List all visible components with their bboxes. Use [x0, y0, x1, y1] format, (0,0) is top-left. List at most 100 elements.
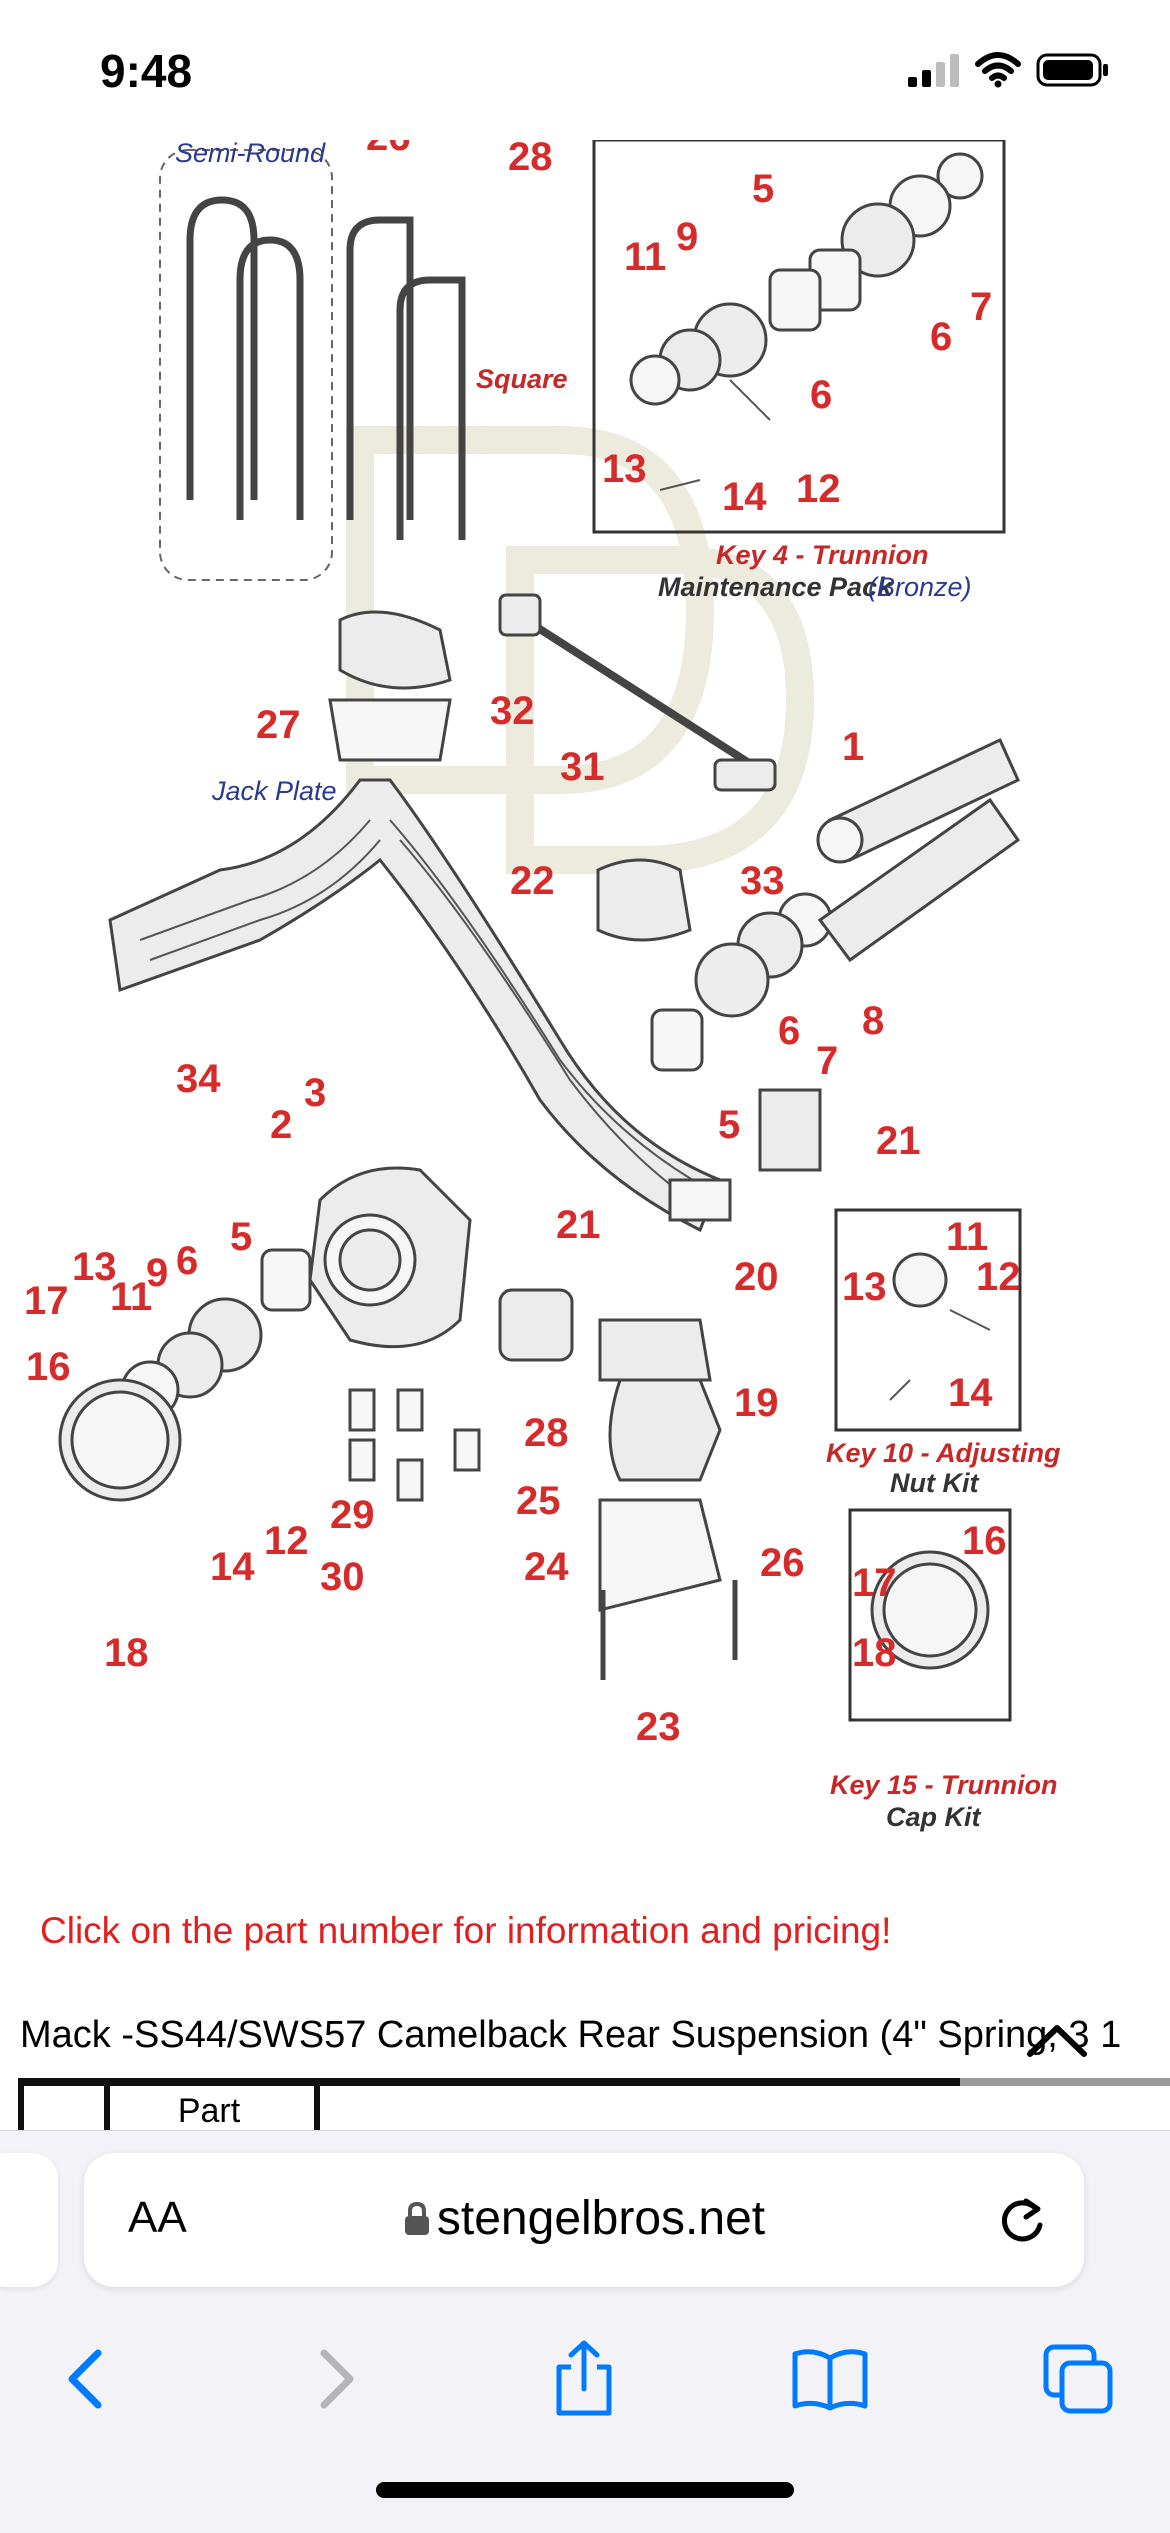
- part-label[interactable]: 32: [490, 689, 535, 733]
- battery-icon: [1036, 52, 1110, 93]
- key15-box: [848, 1508, 1012, 1722]
- table-horizontal-scrollbar[interactable]: [960, 2078, 1170, 2086]
- part-label[interactable]: 13: [602, 447, 647, 491]
- table-header-cell-part: Part: [104, 2086, 320, 2130]
- share-icon[interactable]: [544, 2339, 624, 2419]
- part-label[interactable]: 16: [962, 1519, 1007, 1563]
- leaf-spring: [108, 778, 732, 1233]
- home-indicator[interactable]: [376, 2482, 794, 2498]
- lock-icon: [403, 2194, 431, 2249]
- part-label[interactable]: 6: [778, 1009, 800, 1053]
- reload-icon[interactable]: [996, 2191, 1048, 2252]
- part-label[interactable]: 12: [264, 1519, 309, 1563]
- tabs-icon[interactable]: [1038, 2339, 1118, 2419]
- part-label[interactable]: 18: [852, 1631, 897, 1675]
- part-label[interactable]: 11: [946, 1215, 988, 1259]
- part-label[interactable]: 2: [270, 1103, 292, 1147]
- part-label[interactable]: 14: [210, 1545, 255, 1589]
- part-label[interactable]: 5: [718, 1103, 740, 1147]
- part-label[interactable]: 21: [556, 1203, 601, 1247]
- part-label[interactable]: 28: [508, 140, 553, 179]
- part-label[interactable]: 20: [734, 1255, 779, 1299]
- info-instruction-text: Click on the part number for information…: [40, 1910, 892, 1951]
- part-label[interactable]: 9: [146, 1251, 168, 1295]
- key4-caption-line2: Maintenance Pack: [658, 572, 894, 602]
- bookmarks-icon[interactable]: [790, 2339, 870, 2419]
- part-label[interactable]: 12: [796, 467, 841, 511]
- part-label[interactable]: 11: [110, 1275, 152, 1319]
- part-label[interactable]: 30: [320, 1555, 365, 1599]
- key10-caption-line1: Key 10 - Adjusting: [826, 1438, 1061, 1468]
- part-label[interactable]: 14: [722, 475, 767, 519]
- key4-box: [592, 140, 1006, 534]
- key4-caption-line3: (Bronze): [868, 572, 972, 602]
- square-ubolts: [346, 216, 466, 540]
- key4-parts: [629, 152, 984, 491]
- part-label[interactable]: 25: [516, 1479, 561, 1523]
- part-label[interactable]: 17: [24, 1279, 69, 1323]
- label-semi-round: Semi-Round: [175, 140, 326, 168]
- part-label[interactable]: 1: [842, 725, 864, 769]
- part-label[interactable]: 22: [510, 859, 555, 903]
- key4-caption-line1: Key 4 - Trunnion: [716, 540, 929, 570]
- part-label[interactable]: 31: [560, 745, 605, 789]
- url-display[interactable]: stengelbros.net: [84, 2191, 1084, 2249]
- part-label[interactable]: 21: [876, 1119, 921, 1163]
- part-label[interactable]: 7: [816, 1039, 838, 1083]
- part-label[interactable]: 3: [304, 1071, 326, 1115]
- key15-caption-line1: Key 15 - Trunnion: [830, 1770, 1058, 1800]
- web-content[interactable]: Semi-Round Square Jack Plate Key 4 - Tru…: [0, 140, 1170, 2130]
- url-text: stengelbros.net: [436, 2192, 766, 2245]
- part-label[interactable]: 14: [948, 1371, 993, 1415]
- part-label[interactable]: 7: [970, 285, 992, 329]
- part-number-labels: 26 28 5 9 11 7 6 6 13 14 12 27 32 31 1 2…: [24, 140, 1021, 1749]
- watermark-logo: [346, 426, 815, 874]
- part-label[interactable]: 8: [862, 999, 884, 1043]
- semi-round-ubolt-box: [159, 149, 333, 581]
- part-label[interactable]: 27: [256, 703, 301, 747]
- table-top-border: [18, 2078, 1170, 2086]
- safari-bottom-bar: AA stengelbros.net: [0, 2130, 1170, 2533]
- part-label[interactable]: 6: [810, 373, 832, 417]
- part-label[interactable]: 18: [104, 1631, 149, 1675]
- part-label[interactable]: 24: [524, 1545, 569, 1589]
- part-label[interactable]: 23: [636, 1705, 681, 1749]
- part-label[interactable]: 34: [176, 1057, 221, 1101]
- part-label[interactable]: 9: [676, 215, 698, 259]
- part-label[interactable]: 5: [752, 167, 774, 211]
- scroll-up-icon[interactable]: [1022, 2020, 1092, 2070]
- part-label[interactable]: 6: [176, 1239, 198, 1283]
- cellular-signal-icon: [908, 53, 960, 92]
- back-icon[interactable]: [46, 2339, 126, 2419]
- part-label[interactable]: 28: [524, 1411, 569, 1455]
- table-header-row: Part: [18, 2086, 1170, 2130]
- part-label[interactable]: 6: [930, 315, 952, 359]
- center-parts: [328, 593, 1020, 1172]
- part-label[interactable]: 13: [842, 1265, 887, 1309]
- part-label[interactable]: 16: [26, 1345, 71, 1389]
- part-label[interactable]: 26: [366, 140, 411, 159]
- lower-parts: [348, 1288, 738, 1680]
- label-jack-plate: Jack Plate: [211, 776, 337, 806]
- part-label[interactable]: 19: [734, 1381, 779, 1425]
- text-size-button[interactable]: AA: [128, 2193, 187, 2242]
- wifi-icon: [974, 52, 1022, 93]
- part-label[interactable]: 13: [72, 1245, 117, 1289]
- pin-part: [817, 797, 1021, 963]
- forward-icon[interactable]: [296, 2339, 376, 2419]
- browser-toolbar: [0, 2321, 1170, 2431]
- label-square: Square: [476, 364, 568, 394]
- part-label[interactable]: 17: [852, 1561, 897, 1605]
- address-bar[interactable]: AA stengelbros.net: [84, 2153, 1084, 2287]
- part-label[interactable]: 12: [976, 1255, 1021, 1299]
- part-label[interactable]: 29: [330, 1493, 375, 1537]
- previous-tab-preview[interactable]: [0, 2153, 58, 2287]
- key10-box: [834, 1208, 1022, 1432]
- part-label[interactable]: 26: [760, 1541, 805, 1585]
- part-label[interactable]: 33: [740, 859, 785, 903]
- key15-parts: [870, 1550, 990, 1670]
- suspension-parts-diagram: Semi-Round Square Jack Plate Key 4 - Tru…: [24, 140, 1061, 1832]
- part-label[interactable]: 5: [230, 1215, 252, 1259]
- part-label[interactable]: 11: [624, 235, 666, 279]
- status-time: 9:48: [100, 45, 193, 97]
